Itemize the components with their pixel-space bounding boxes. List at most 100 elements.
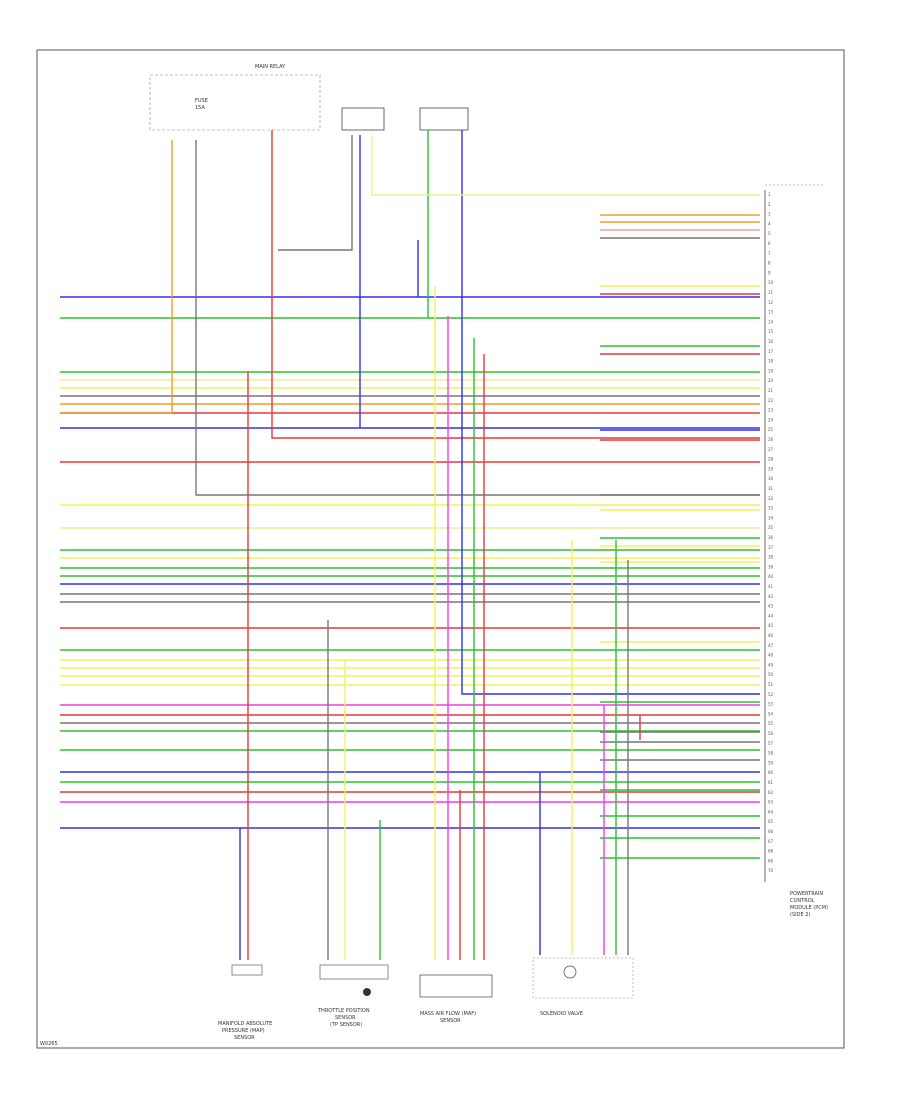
main-relay: MAIN RELAY	[255, 64, 286, 70]
pcm-pin-number: 27	[768, 447, 774, 452]
pcm-pin-number: 41	[768, 584, 774, 589]
pcm-pin-number: 59	[768, 760, 774, 765]
pcm-pin-number: 38	[768, 555, 774, 560]
pcm-pin-number: 54	[768, 711, 774, 716]
pcm-pin-number: 39	[768, 564, 774, 569]
svg-text:CONTROL: CONTROL	[790, 898, 815, 904]
pcm-pin-number: 2	[768, 202, 771, 207]
pcm-pin-number: 1	[768, 192, 771, 197]
pcm-label: POWERTRAIN CONTROL MODULE (PCM) (SIDE 2)	[790, 891, 828, 918]
pcm-pin-number: 31	[768, 486, 774, 491]
pcm-pin-number: 66	[768, 829, 774, 834]
svg-text:SOLENOID VALVE: SOLENOID VALVE	[540, 1011, 583, 1017]
pcm-pin-number: 4	[768, 221, 771, 226]
pcm-pin-number: 65	[768, 819, 774, 824]
pin-labels: 1234567891011121314151617181920212223242…	[768, 192, 774, 873]
pcm-pin-number: 52	[768, 692, 774, 697]
pcm-pin-number: 40	[768, 574, 774, 579]
pcm-pin-number: 8	[768, 261, 771, 266]
wire-red-drop	[271, 130, 760, 439]
pcm-pin-number: 50	[768, 672, 774, 677]
svg-text:PRESSURE (MAP): PRESSURE (MAP)	[222, 1028, 265, 1034]
maf-sensor: MASS AIR FLOW (MAF) SENSOR	[419, 974, 493, 1024]
pcm-pin-number: 45	[768, 623, 774, 628]
pcm-pin-number: 5	[768, 231, 771, 236]
pcm-connector	[764, 184, 825, 882]
pcm-pin-number: 19	[768, 368, 774, 373]
pcm-pin-number: 10	[768, 280, 774, 285]
svg-text:SENSOR: SENSOR	[335, 1015, 356, 1021]
wire-gray-drop	[195, 140, 760, 496]
pcm-pin-number: 23	[768, 408, 774, 413]
pcm-pin-number: 51	[768, 682, 774, 687]
solenoid-valve: SOLENOID VALVE	[532, 957, 634, 1017]
svg-text:(TP SENSOR): (TP SENSOR)	[330, 1022, 362, 1028]
pcm-pin-number: 22	[768, 398, 774, 403]
pcm-pin-number: 28	[768, 457, 774, 462]
diagram-frame	[36, 49, 845, 1049]
svg-text:THROTTLE POSITION: THROTTLE POSITION	[317, 1008, 370, 1014]
pcm-pin-number: 44	[768, 613, 774, 618]
pcm-pin-number: 16	[768, 339, 774, 344]
pcm-pin-number: 56	[768, 731, 774, 736]
svg-text:MANIFOLD ABSOLUTE: MANIFOLD ABSOLUTE	[218, 1021, 272, 1027]
pcm-pin-number: 49	[768, 662, 774, 667]
pcm-pin-number: 7	[768, 251, 771, 256]
svg-text:MAIN RELAY: MAIN RELAY	[255, 64, 286, 70]
pcm-pin-number: 30	[768, 476, 774, 481]
pcm-pin-number: 9	[768, 270, 771, 275]
pcm-pin-number: 63	[768, 800, 774, 805]
svg-text:MASS AIR FLOW (MAF): MASS AIR FLOW (MAF)	[420, 1011, 476, 1017]
svg-text:FUSE: FUSE	[195, 98, 208, 104]
pcm-pin-number: 21	[768, 388, 774, 393]
fuse-block: FUSE 15A	[149, 74, 321, 131]
svg-text:SENSOR: SENSOR	[440, 1018, 461, 1024]
wire-gray-short	[278, 135, 353, 251]
wire-orange-drop	[60, 140, 173, 414]
pcm-pin-number: 12	[768, 300, 774, 305]
pcm-pin-number: 61	[768, 780, 774, 785]
pcm-pin-number: 32	[768, 496, 774, 501]
pcm-pin-number: 6	[768, 241, 771, 246]
pcm-pin-number: 57	[768, 741, 774, 746]
pcm-pin-number: 33	[768, 506, 774, 511]
pcm-pin-number: 35	[768, 525, 774, 530]
sensor-box-top-2	[419, 107, 469, 131]
pcm-pin-number: 46	[768, 633, 774, 638]
diagram-code: W0265	[40, 1041, 58, 1047]
svg-text:SENSOR: SENSOR	[234, 1035, 255, 1041]
pcm-pin-number: 17	[768, 349, 774, 354]
pcm-pin-number: 60	[768, 770, 774, 775]
wire-lightyellow-top	[371, 135, 760, 196]
pcm-pin-number: 70	[768, 868, 774, 873]
sensor-box-top-1	[341, 107, 385, 131]
pcm-pin-number: 18	[768, 359, 774, 364]
wire-layer	[60, 130, 760, 960]
throttle-position-sensor: THROTTLE POSITION SENSOR (TP SENSOR)	[317, 964, 389, 1028]
pcm-pin-number: 48	[768, 653, 774, 658]
pcm-pin-number: 20	[768, 378, 774, 383]
map-sensor: MANIFOLD ABSOLUTE PRESSURE (MAP) SENSOR	[218, 964, 272, 1041]
pcm-pin-number: 36	[768, 535, 774, 540]
pcm-pin-number: 42	[768, 594, 774, 599]
pcm-pin-number: 47	[768, 643, 774, 648]
wire-blue-long	[461, 130, 760, 695]
pcm-pin-number: 69	[768, 858, 774, 863]
pcm-pin-number: 37	[768, 545, 774, 550]
pcm-pin-number: 13	[768, 310, 774, 315]
pcm-pin-number: 3	[768, 212, 771, 217]
pcm-pin-number: 53	[768, 702, 774, 707]
pcm-pin-number: 58	[768, 751, 774, 756]
pcm-pin-number: 67	[768, 839, 774, 844]
pcm-pin-number: 11	[768, 290, 774, 295]
pcm-pin-number: 29	[768, 466, 774, 471]
svg-text:15A: 15A	[195, 105, 205, 111]
pcm-pin-number: 55	[768, 721, 774, 726]
pcm-pin-number: 14	[768, 319, 774, 324]
pcm-pin-number: 34	[768, 515, 774, 520]
pcm-pin-number: 15	[768, 329, 774, 334]
svg-text:(SIDE 2): (SIDE 2)	[790, 912, 810, 918]
pcm-pin-number: 25	[768, 427, 774, 432]
svg-text:MODULE (PCM): MODULE (PCM)	[790, 905, 828, 911]
